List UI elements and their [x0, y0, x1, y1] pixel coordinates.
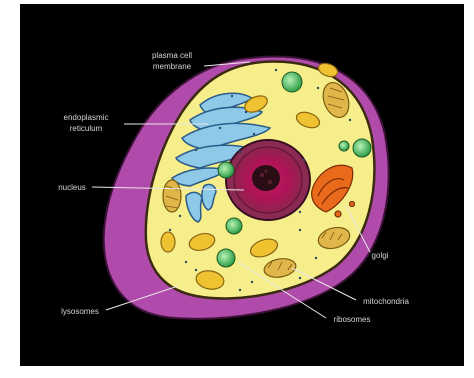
- label-endoplasmic-reticulum-line2: reticulum: [70, 124, 103, 133]
- vesicle: [218, 162, 234, 178]
- vesicle: [282, 72, 302, 92]
- nucleus: [226, 140, 310, 220]
- label-ribosomes: ribosomes: [334, 315, 371, 324]
- label-lysosomes: lysosomes: [61, 307, 99, 316]
- label-golgi: golgi: [372, 251, 389, 260]
- nucleolus: [252, 165, 280, 191]
- label-plasma-membrane-line1: plasma cell: [152, 51, 192, 60]
- vesicle: [217, 249, 235, 267]
- label-endoplasmic-reticulum-line1: endoplasmic: [64, 113, 109, 122]
- mitochondrion: [163, 180, 181, 212]
- label-mitochondria: mitochondria: [363, 297, 409, 306]
- label-nucleus: nucleus: [58, 183, 86, 192]
- vesicle: [339, 141, 349, 151]
- label-plasma-membrane-line2: membrane: [153, 62, 192, 71]
- vesicle: [226, 218, 242, 234]
- lysosome: [161, 232, 175, 252]
- vesicle: [353, 139, 371, 157]
